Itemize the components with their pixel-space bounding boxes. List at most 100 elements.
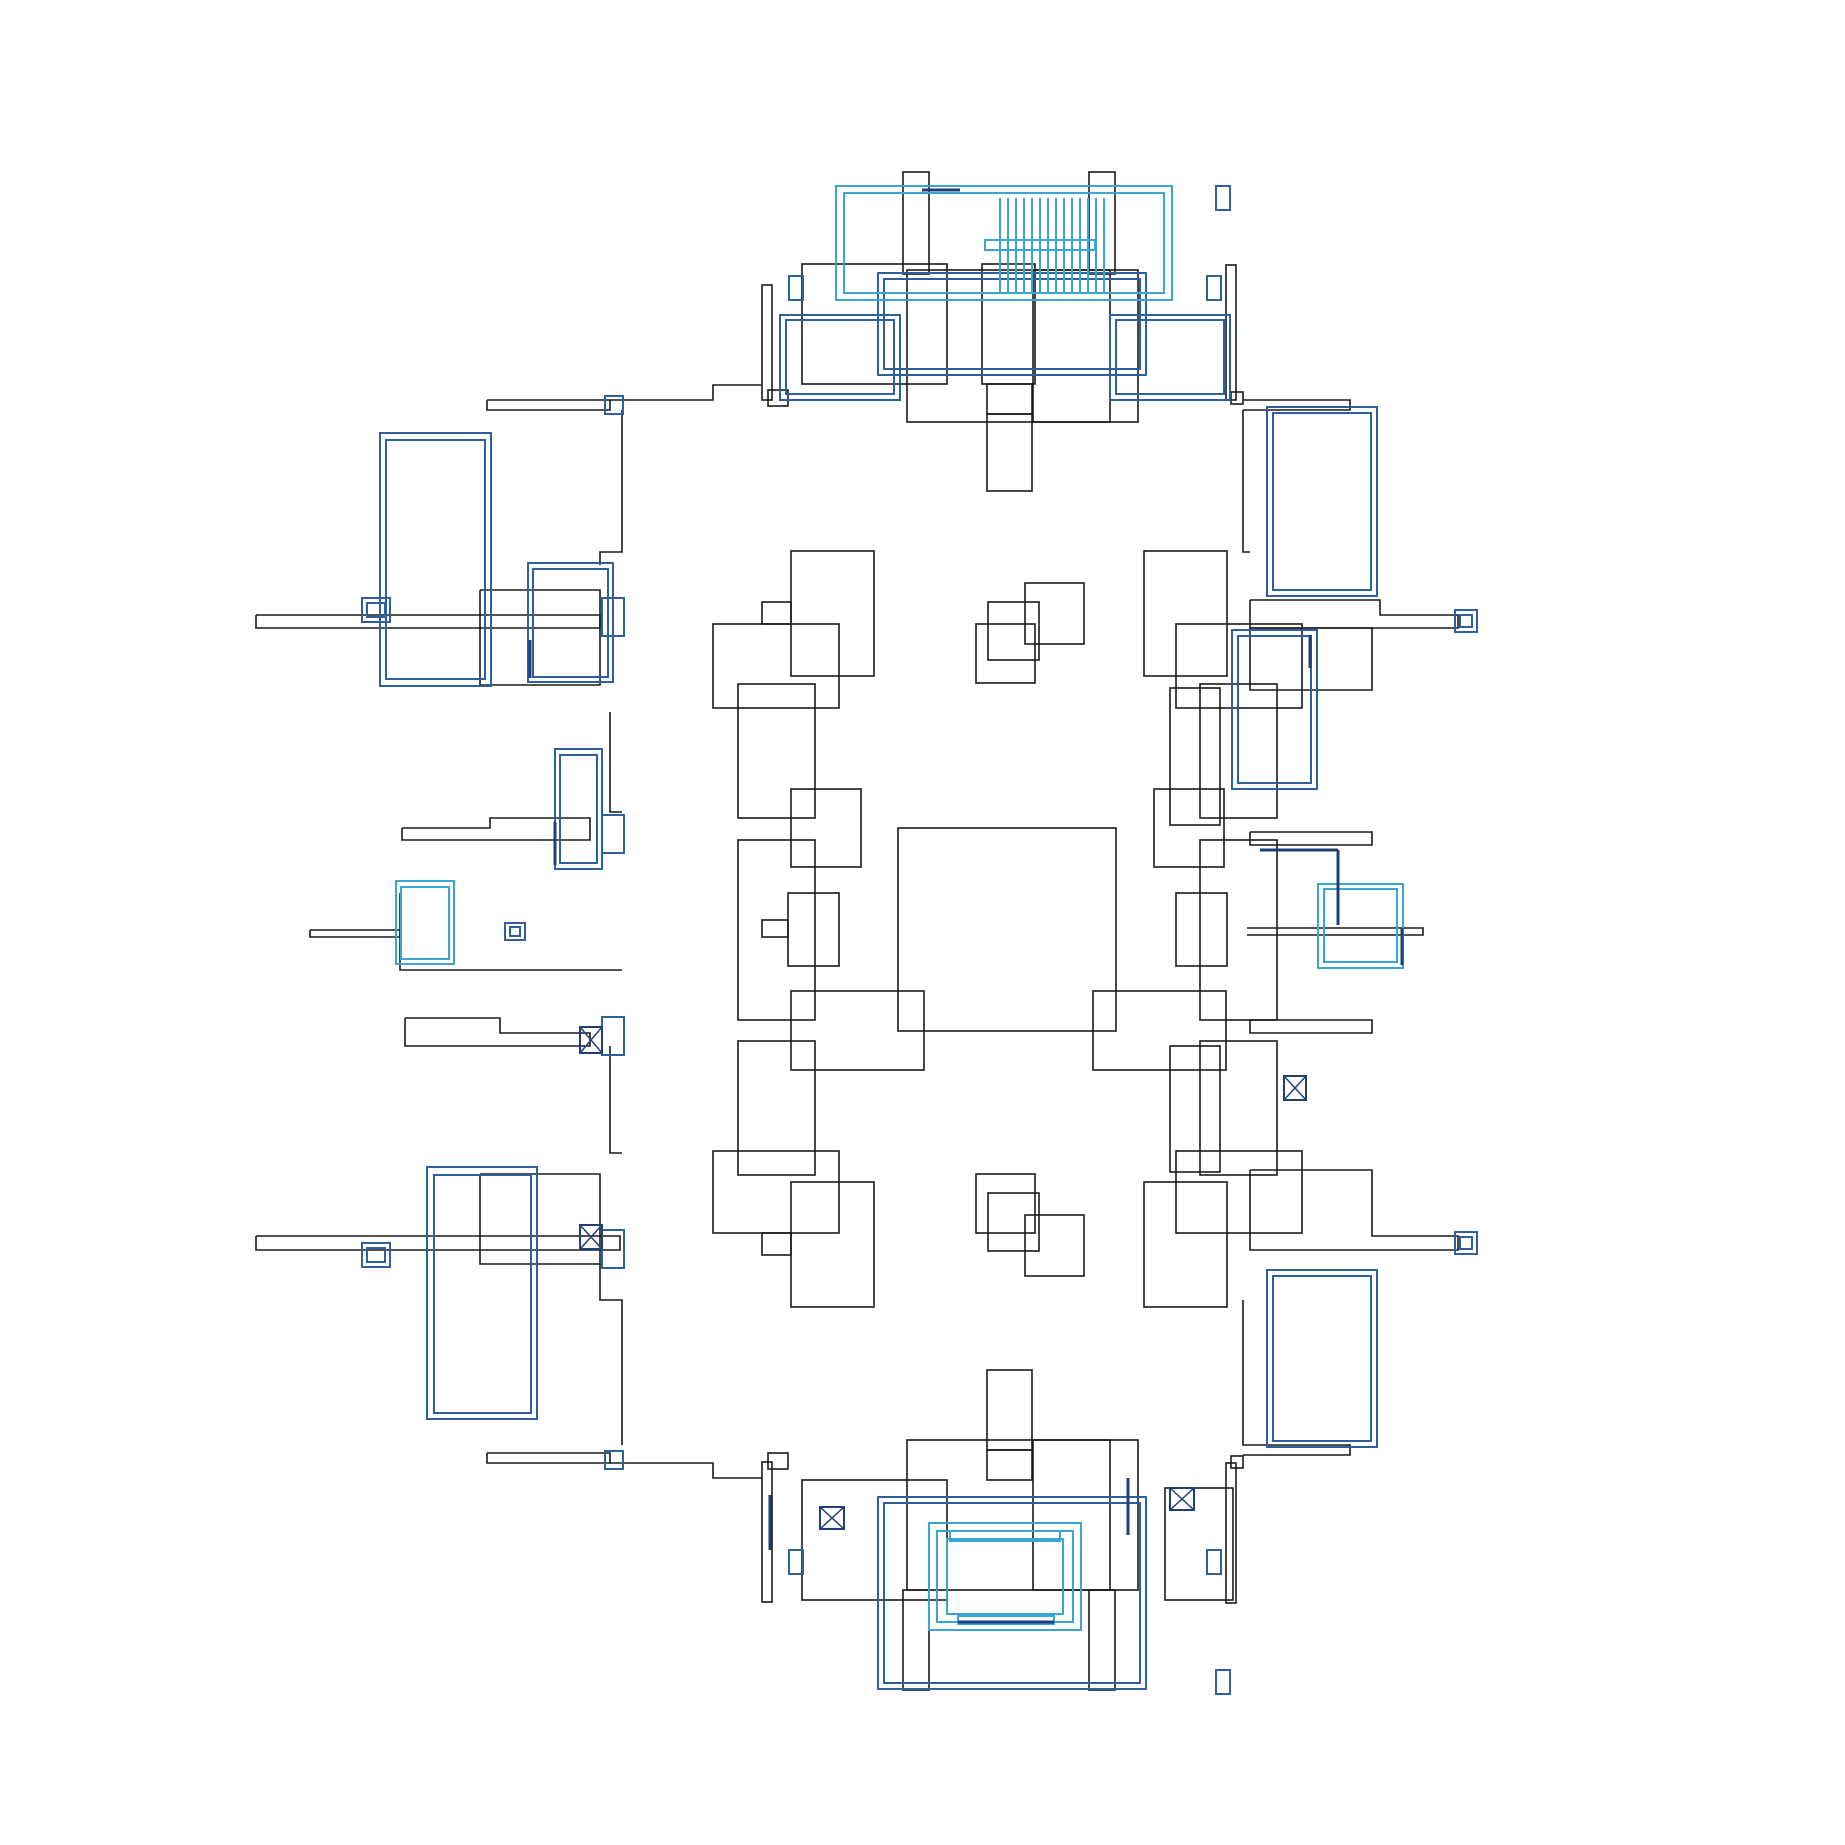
column <box>987 1192 1040 1252</box>
pier <box>761 1232 792 1256</box>
pier <box>761 919 789 938</box>
sink-fixture <box>604 395 624 415</box>
sink-fixture <box>361 1242 391 1268</box>
outer-wall <box>255 1235 621 1251</box>
sink-fixture <box>1454 609 1478 633</box>
outer-wall <box>1242 410 1250 553</box>
room-fixture <box>1115 319 1225 395</box>
inner-structure-left <box>712 550 925 1308</box>
sink-fixture <box>366 1247 386 1263</box>
wall-block <box>1230 1455 1244 1469</box>
toilet-icon <box>579 1026 603 1054</box>
wall-block <box>1169 1045 1221 1173</box>
room-fixture <box>1266 406 1378 597</box>
pier <box>737 1040 816 1176</box>
wall-block <box>767 389 789 407</box>
column <box>1024 582 1085 645</box>
room-fixture <box>883 1502 1141 1684</box>
stair-landing <box>835 185 1173 301</box>
sink-fixture <box>509 926 521 937</box>
wall-block <box>1032 1439 1139 1591</box>
room-fixture <box>426 1166 538 1420</box>
pier <box>761 601 792 625</box>
pier <box>1199 1040 1278 1176</box>
outer-wall <box>610 1462 762 1479</box>
pier <box>787 892 840 967</box>
wall-block <box>801 263 948 385</box>
pier <box>1175 1150 1303 1234</box>
sink-fixture <box>1459 614 1473 628</box>
outer-wall <box>479 589 601 686</box>
stair-landing <box>843 192 1165 294</box>
pier <box>790 990 925 1071</box>
stair-treads-top <box>999 198 1105 292</box>
wall-block <box>767 1452 789 1470</box>
central-hall <box>897 582 1117 1277</box>
pier <box>1143 1181 1228 1308</box>
wall-block <box>1225 1462 1237 1604</box>
toilet-icon <box>1169 1487 1195 1511</box>
pier <box>790 550 875 677</box>
dark-accents <box>528 188 1404 1624</box>
outer-wall <box>599 410 623 565</box>
pier <box>737 683 816 819</box>
room-fixture <box>385 439 486 680</box>
sink-fixture <box>1206 1549 1222 1575</box>
room-fixture <box>877 272 1147 376</box>
wall-block <box>986 1449 1033 1481</box>
room-fixture <box>1231 629 1318 790</box>
top-wing <box>761 171 1244 492</box>
column <box>975 1173 1036 1234</box>
outer-wall <box>255 614 601 629</box>
sink-fixture <box>601 597 625 637</box>
sink-fixture <box>366 602 386 618</box>
outer-wall <box>401 817 591 841</box>
wall-block <box>906 1439 1111 1591</box>
room-fixture <box>877 1496 1147 1690</box>
sink-fixture <box>361 597 391 623</box>
outer-wall <box>1249 627 1373 691</box>
toilet-icon <box>819 1506 845 1530</box>
sink-fixture <box>1206 275 1222 301</box>
pier <box>1175 892 1228 967</box>
wall-block <box>1088 171 1116 275</box>
sink-fixture <box>601 1016 625 1056</box>
bath-fixture <box>395 880 455 965</box>
room-fixture <box>1237 635 1312 784</box>
wall-block <box>761 1461 773 1603</box>
stair-landing <box>936 1530 1074 1623</box>
column <box>975 623 1036 684</box>
wall-block <box>1230 391 1244 405</box>
outer-wall <box>609 1046 622 1154</box>
sink-fixture <box>1215 185 1231 211</box>
bath-fixture <box>400 886 450 960</box>
outer-wall <box>486 1452 611 1464</box>
right-wing <box>1169 399 1459 1456</box>
cross-fixtures <box>579 1026 1307 1530</box>
toilet-icon <box>579 1224 603 1250</box>
outer-wall <box>1247 927 1424 936</box>
inner-structure-right <box>1092 550 1303 1308</box>
outer-wall <box>486 399 611 411</box>
sink-fixture <box>1454 1231 1478 1255</box>
pier <box>1092 990 1227 1071</box>
stair-landing <box>946 1538 1064 1615</box>
sink-fixture <box>504 922 526 941</box>
room-fixture <box>379 432 492 687</box>
toilet-icon <box>1283 1075 1307 1101</box>
outer-wall <box>1249 831 1373 846</box>
room-fixture <box>785 319 895 395</box>
outer-wall <box>1249 1169 1459 1251</box>
outer-wall <box>309 929 401 938</box>
room-fixture <box>1109 314 1231 401</box>
wall-block <box>986 383 1033 415</box>
outer-wall <box>599 1264 623 1445</box>
central-atrium <box>897 827 1117 1032</box>
outer-wall <box>1242 1300 1351 1456</box>
room-fixture <box>779 314 901 401</box>
sink-fixture <box>788 275 804 301</box>
pier <box>712 1150 840 1234</box>
stair-landing <box>957 1615 1055 1625</box>
pier <box>712 623 840 709</box>
